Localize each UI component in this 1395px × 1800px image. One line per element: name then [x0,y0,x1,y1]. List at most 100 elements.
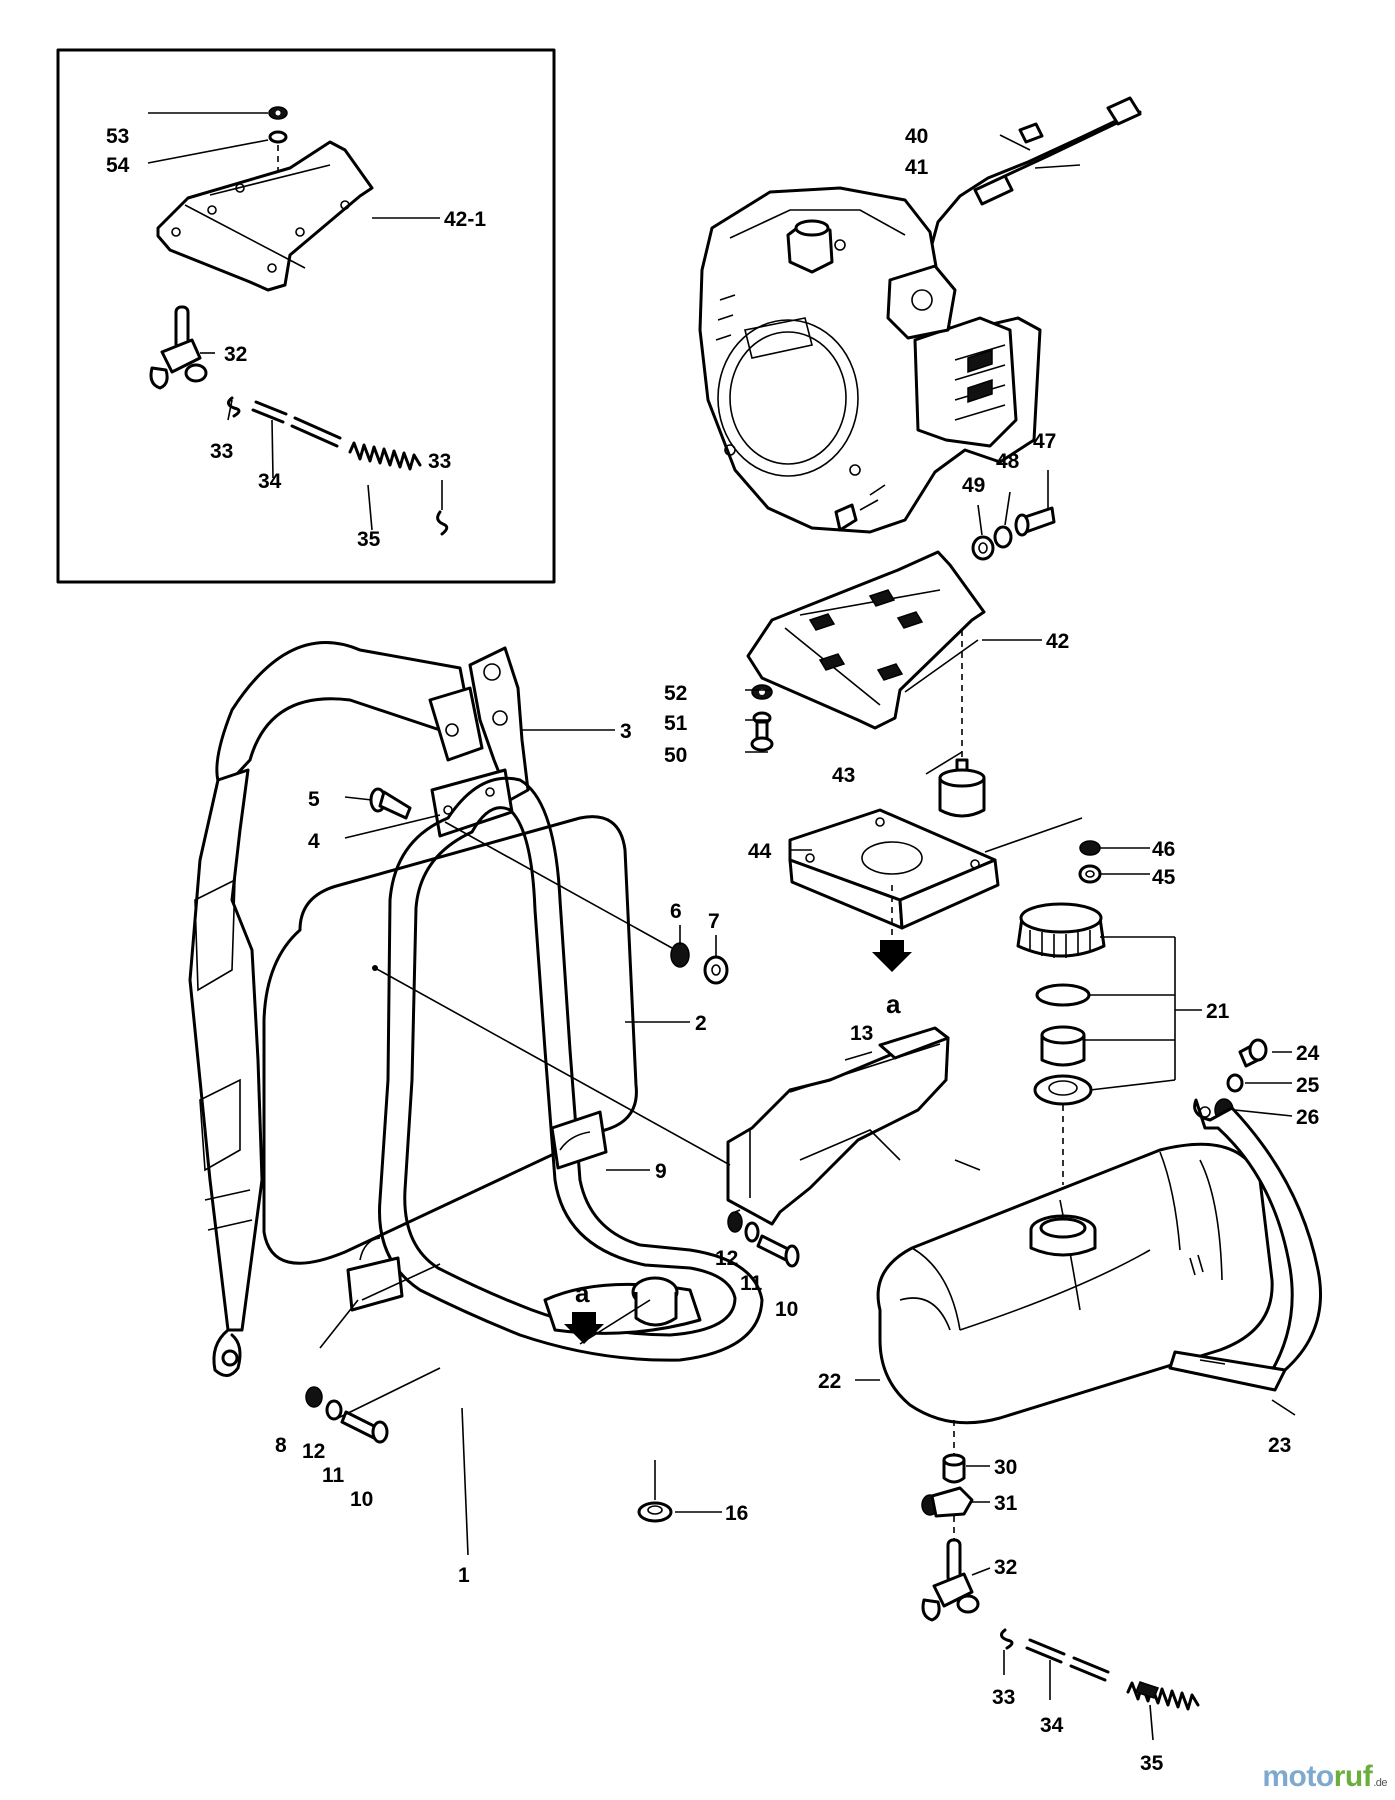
mount-plate-44 [788,808,1083,930]
cap-leaders-21 [1062,936,1202,1185]
fuel-filter-31 [921,1486,974,1518]
label: 8 [275,1434,287,1457]
rubber-mount-43 [938,758,986,818]
fuel-pipe-34 [1025,1638,1110,1682]
label: a [575,1278,590,1308]
base-plate-42 [746,550,986,730]
label: 45 [1152,866,1176,889]
label: 24 [1296,1042,1320,1065]
watermark-tld: .de [1373,1777,1387,1789]
engine-assembly [698,96,1142,534]
label: 11 [322,1464,345,1487]
label: 33 [992,1686,1015,1709]
cable-adjuster-40 [1018,122,1044,144]
label: 3 [620,720,632,743]
clip-33b-inset [436,510,449,536]
label: 32 [224,343,247,366]
watermark-part-a: moto [1262,1760,1334,1793]
washer-6 [670,942,690,968]
label: 23 [1268,1434,1291,1457]
label: 10 [350,1488,373,1511]
nut-46 [1079,840,1101,856]
fuel-tank-22 [876,1142,1274,1425]
nut-52 [751,684,773,700]
label: 33 [428,450,451,473]
arrow-a-upper [872,885,912,972]
arrow-a-lower [564,1312,604,1344]
label: 41 [905,156,929,179]
washer-54 [268,130,288,144]
label: 35 [357,528,381,551]
lock-washer-48 [993,525,1013,549]
label: 22 [818,1370,841,1393]
fuel-cock-32 [921,1538,980,1622]
label: 47 [1033,430,1056,453]
label: 12 [715,1247,738,1270]
clip-33 [1000,1628,1014,1650]
strap-bracket-3 [428,646,530,802]
label: 42 [1046,630,1069,653]
label: 34 [1040,1714,1064,1737]
nut-12-lower [305,1386,323,1408]
label: 2 [695,1012,707,1035]
clamp-9 [550,1110,608,1170]
label: 7 [708,910,720,933]
label: 42-1 [444,208,486,231]
frame-leaders [319,134,1150,1556]
label: 52 [664,682,687,705]
label: 9 [655,1160,667,1183]
mounting-plate-42-1 [156,140,374,292]
fuel-pipe-34-inset [251,400,342,448]
tank-strap-23 [1168,1098,1322,1392]
label: 34 [258,470,282,493]
spring-35-inset [348,441,422,471]
bracket-13 [726,1026,981,1226]
label: 50 [664,744,687,767]
washer-11 [744,1221,760,1243]
bolt-10-lower [340,1410,389,1444]
fuel-cap-21 [1016,902,1106,1106]
nut-7 [703,955,729,985]
label: 6 [670,900,682,923]
spring-35 [1126,1681,1200,1711]
back-pad-2 [262,815,638,1265]
bolt-50 [750,720,774,752]
label: 5 [308,788,320,811]
bolt-10 [756,1234,800,1268]
label: 11 [740,1272,763,1295]
label: 49 [962,474,985,497]
nut-49 [971,535,995,561]
label: 40 [905,125,928,148]
label: 13 [850,1022,873,1045]
label: 10 [775,1298,798,1321]
label: 48 [996,450,1020,473]
label: 21 [1206,1000,1230,1023]
washer-25 [1226,1073,1244,1093]
grommet-16 [637,1501,673,1523]
screw-24 [1238,1038,1268,1068]
grommet-30 [942,1453,966,1484]
bracket-8 [346,1237,404,1312]
inset-panel: 53 54 42-1 32 33 34 35 33 [56,48,556,584]
clip-33-inset [227,396,241,418]
label: 26 [1296,1106,1319,1129]
label: 44 [748,840,772,863]
label: 25 [1296,1074,1320,1097]
label: 30 [994,1456,1017,1479]
label: 31 [994,1492,1018,1515]
label: 43 [832,764,855,787]
label: 1 [458,1564,470,1587]
nut-12 [727,1211,743,1233]
throttle-cable-41 [923,116,1124,272]
shoulder-strap [188,641,472,1377]
label: 51 [664,712,688,735]
label: 32 [994,1556,1017,1579]
bolt-5 [369,787,412,820]
label: 54 [106,154,130,177]
label: 46 [1152,838,1175,861]
label: 12 [302,1440,325,1463]
tank-leaders [855,1051,1296,1741]
label: 53 [106,125,129,148]
fuel-cock-32-inset [149,305,208,390]
